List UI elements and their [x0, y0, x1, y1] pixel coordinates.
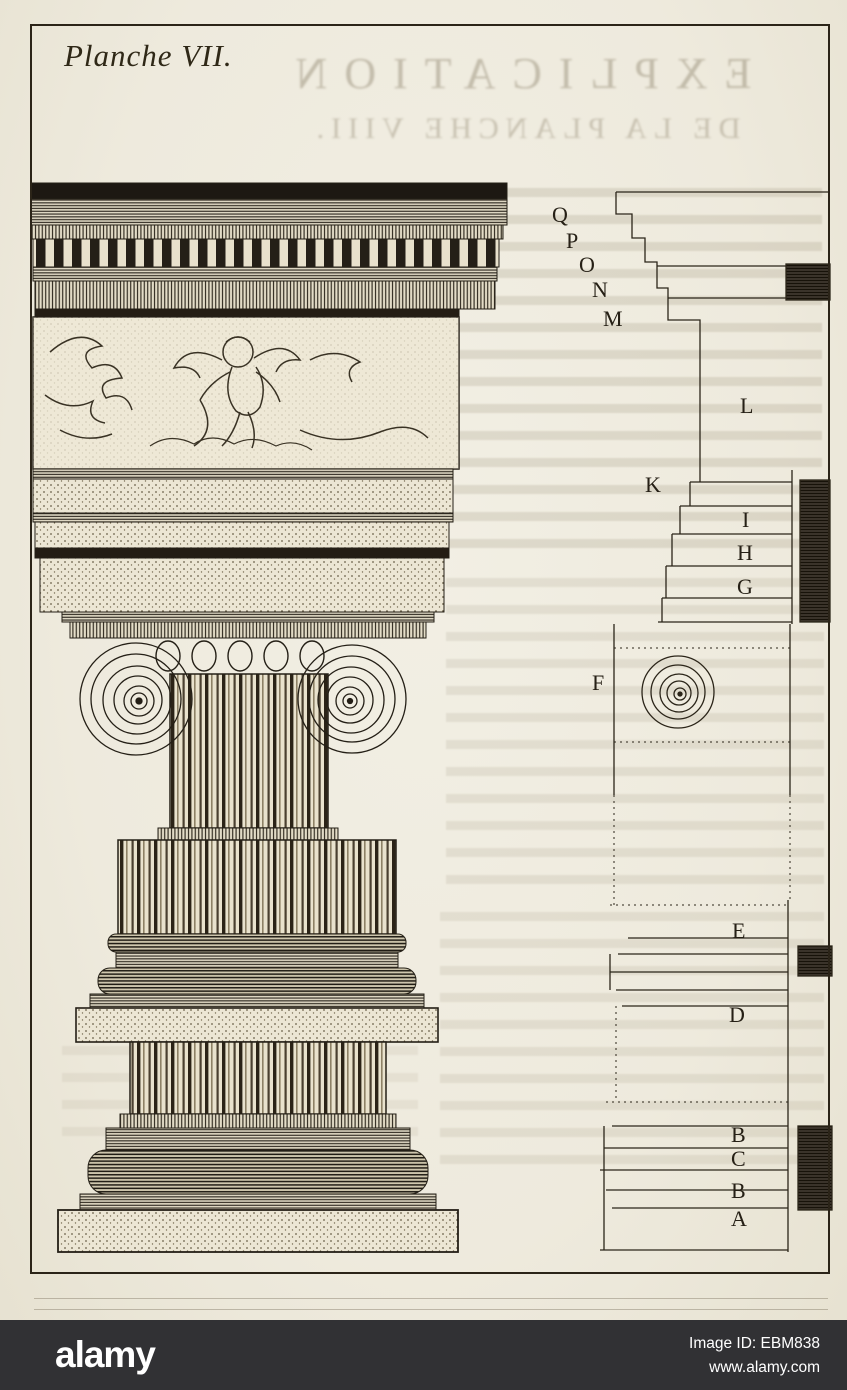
- label-C: C: [731, 1146, 746, 1171]
- label-D: D: [729, 1002, 745, 1027]
- bleedthrough-rule: [34, 1298, 828, 1299]
- capital-and-shaft: [57, 611, 459, 1253]
- bleedthrough-rule: [34, 1309, 828, 1310]
- left-volute: [79, 642, 193, 756]
- profile-section: [600, 191, 833, 1252]
- frieze-relief: [44, 336, 429, 451]
- label-O: O: [579, 252, 595, 277]
- right-volute: [297, 644, 407, 754]
- label-F: F: [592, 670, 604, 695]
- label-B-upper: B: [731, 1122, 746, 1147]
- label-H: H: [737, 540, 753, 565]
- label-P: P: [566, 228, 578, 253]
- footer-meta: Image ID: EBM838 www.alamy.com: [689, 1332, 820, 1380]
- label-A: A: [731, 1206, 747, 1231]
- label-M: M: [603, 306, 623, 331]
- website-url: www.alamy.com: [709, 1359, 820, 1377]
- alamy-logo: alamy: [55, 1334, 156, 1375]
- label-B-lower: B: [731, 1178, 746, 1203]
- watermark-footer: alamy Image ID: EBM838 www.alamy.com: [0, 1320, 847, 1390]
- label-E: E: [732, 918, 745, 943]
- label-L: L: [740, 393, 753, 418]
- label-N: N: [592, 277, 608, 302]
- label-G: G: [737, 574, 753, 599]
- image-id: Image ID: EBM838: [689, 1335, 820, 1352]
- label-K: K: [645, 472, 661, 497]
- entablature: [30, 182, 508, 613]
- plate-title: Planche VII.: [64, 38, 233, 73]
- label-Q: Q: [552, 202, 568, 227]
- label-I: I: [742, 507, 749, 532]
- reference-letters: Q P O N M L K I H G F E D B C B A: [552, 202, 753, 1231]
